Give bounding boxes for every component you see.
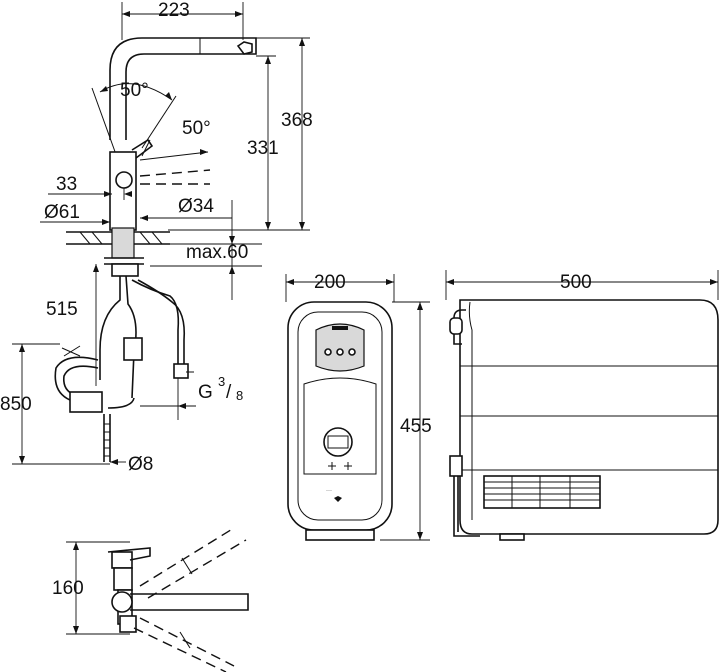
- dim-223: 223: [158, 0, 190, 21]
- thread-g: G: [198, 382, 213, 403]
- angle-50-right: 50°: [182, 118, 211, 139]
- boiler-unit: 200 ··· 455: [285, 272, 432, 541]
- dim-160: 160: [52, 578, 84, 599]
- dim-500: 500: [560, 272, 592, 293]
- faucet-side-view: 160: [52, 527, 249, 672]
- dim-850: 850: [0, 394, 32, 415]
- chiller-unit: 500: [445, 270, 719, 541]
- thread-denominator: 8: [236, 388, 243, 403]
- dim-max-60: max.60: [186, 242, 248, 263]
- dim-diameter-34: Ø34: [178, 196, 214, 217]
- boiler-tiny-label: ···: [326, 488, 332, 494]
- dim-368: 368: [281, 110, 313, 131]
- dim-455: 455: [400, 416, 432, 437]
- angle-50-left: 50°: [120, 80, 149, 101]
- dim-515: 515: [46, 299, 78, 320]
- dim-diameter-61: Ø61: [44, 202, 80, 223]
- dim-33: 33: [56, 174, 77, 195]
- dim-diameter-8: Ø8: [128, 454, 153, 475]
- dim-331: 331: [247, 138, 279, 159]
- faucet-front-view: 223 50° 50° 33 Ø61 Ø34: [0, 0, 313, 475]
- dim-200: 200: [314, 272, 346, 293]
- thread-numerator: 3: [218, 374, 225, 389]
- thread-slash: /: [226, 382, 232, 403]
